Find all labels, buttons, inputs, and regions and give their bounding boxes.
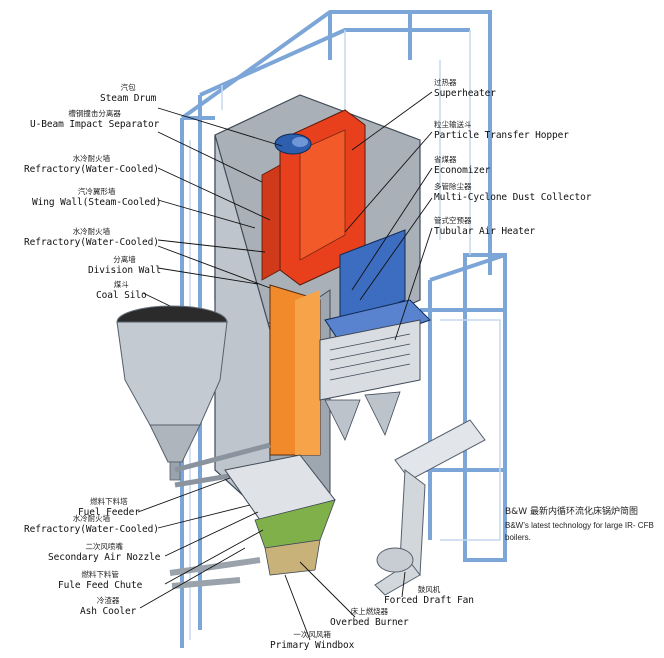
air-duct	[374, 419, 486, 596]
coal-silo-shape	[116, 305, 228, 481]
caption-en: B&W’s latest technology for large IR- CF…	[505, 520, 654, 543]
steam-drum-shape	[274, 133, 312, 155]
ash-cooler-pipes	[169, 557, 261, 589]
lower-furnace	[224, 454, 336, 576]
furnace-chamber	[269, 284, 321, 456]
leader-lines	[137, 91, 433, 641]
caption-zh: B&W 最新内循环流化床锅炉简图	[505, 507, 638, 517]
figure-caption: B&W 最新内循环流化床锅炉简图 B&W’s latest technology…	[505, 506, 663, 545]
